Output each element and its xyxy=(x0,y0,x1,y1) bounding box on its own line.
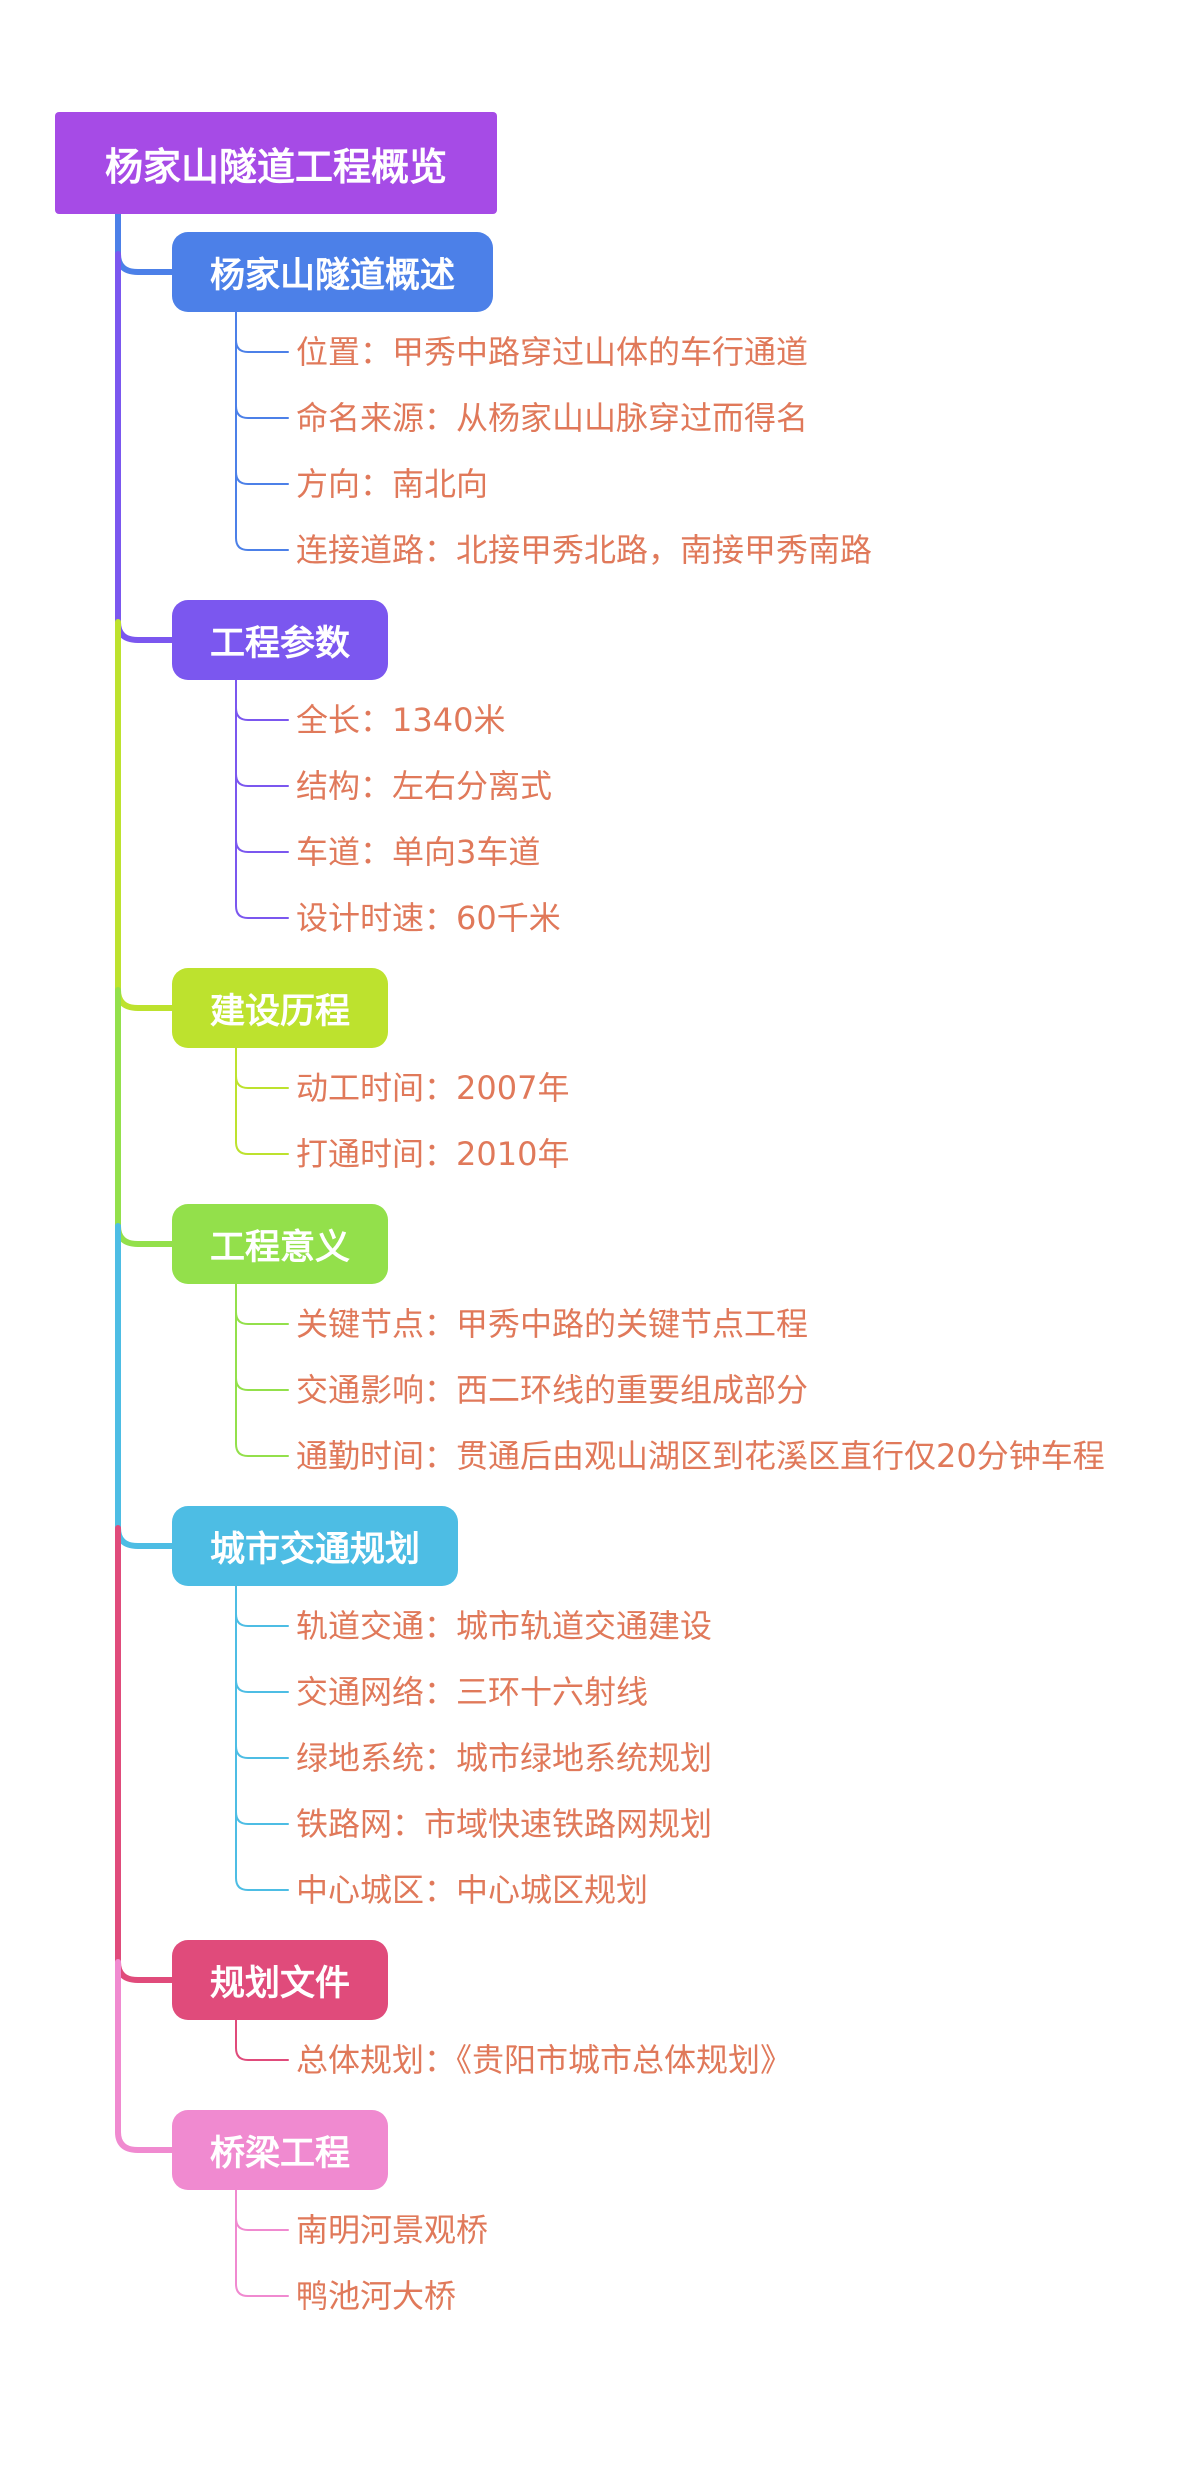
leaf-connector xyxy=(235,1283,289,1325)
leaf-connector xyxy=(235,1585,289,1627)
leaf-connector xyxy=(235,2189,289,2297)
leaf-connector xyxy=(235,1047,289,1089)
leaf-connector xyxy=(235,1283,289,1391)
branch-node-bridges[interactable]: 桥梁工程 xyxy=(172,2110,389,2190)
leaf-connector xyxy=(235,1047,289,1155)
leaf-item[interactable]: 总体规划：《贵阳市城市总体规划》 xyxy=(296,2041,793,2079)
leaf-connector xyxy=(235,1585,289,1825)
leaf-item[interactable]: 位置：甲秀中路穿过山体的车行通道 xyxy=(296,333,809,371)
leaf-item[interactable]: 命名来源：从杨家山山脉穿过而得名 xyxy=(296,399,809,437)
leaf-connector xyxy=(235,1585,289,1693)
leaf-item[interactable]: 设计时速：60千米 xyxy=(296,899,561,937)
leaf-connector xyxy=(235,679,289,853)
leaf-item[interactable]: 交通网络：三环十六射线 xyxy=(296,1673,649,1711)
leaf-connector xyxy=(235,679,289,919)
leaf-item[interactable]: 全长：1340米 xyxy=(296,701,506,739)
branch-connector xyxy=(115,2129,175,2153)
branch-connector xyxy=(115,251,175,275)
branch-node-overview[interactable]: 杨家山隧道概述 xyxy=(172,232,494,312)
branch-node-history[interactable]: 建设历程 xyxy=(172,968,389,1048)
branch-node-traffic-planning[interactable]: 城市交通规划 xyxy=(172,1506,459,1586)
branch-connector xyxy=(115,1223,175,1247)
leaf-item[interactable]: 通勤时间：贯通后由观山湖区到花溪区直行仅20分钟车程 xyxy=(296,1437,1105,1475)
branch-connector xyxy=(115,1525,175,1549)
leaf-item[interactable]: 连接道路：北接甲秀北路，南接甲秀南路 xyxy=(296,531,873,569)
leaf-item[interactable]: 交通影响：西二环线的重要组成部分 xyxy=(296,1371,809,1409)
leaf-connector xyxy=(235,311,289,419)
leaf-item[interactable]: 鸭池河大桥 xyxy=(296,2277,457,2315)
leaf-item[interactable]: 绿地系统：城市绿地系统规划 xyxy=(296,1739,713,1777)
leaf-connector xyxy=(235,311,289,551)
root-node[interactable]: 杨家山隧道工程概览 xyxy=(55,112,497,214)
leaf-item[interactable]: 铁路网：市域快速铁路网规划 xyxy=(296,1805,713,1843)
leaf-item[interactable]: 打通时间：2010年 xyxy=(296,1135,570,1173)
branch-connector xyxy=(115,1959,175,1983)
leaf-connector xyxy=(235,679,289,787)
branch-connector xyxy=(115,987,175,1011)
leaf-connector xyxy=(235,311,289,485)
leaf-item[interactable]: 动工时间：2007年 xyxy=(296,1069,570,1107)
leaf-item[interactable]: 车道：单向3车道 xyxy=(296,833,541,871)
leaf-connector xyxy=(235,2189,289,2231)
leaf-connector xyxy=(235,1585,289,1759)
leaf-item[interactable]: 方向：南北向 xyxy=(296,465,489,503)
leaf-connector xyxy=(235,2019,289,2061)
leaf-connector xyxy=(235,1283,289,1457)
leaf-connector xyxy=(235,1585,289,1891)
branch-connector xyxy=(115,619,175,643)
leaf-item[interactable]: 南明河景观桥 xyxy=(296,2211,489,2249)
leaf-connector xyxy=(235,311,289,353)
leaf-item[interactable]: 中心城区：中心城区规划 xyxy=(296,1871,649,1909)
leaf-item[interactable]: 结构：左右分离式 xyxy=(296,767,553,805)
branch-node-parameters[interactable]: 工程参数 xyxy=(172,600,389,680)
leaf-item[interactable]: 轨道交通：城市轨道交通建设 xyxy=(296,1607,713,1645)
branch-node-significance[interactable]: 工程意义 xyxy=(172,1204,389,1284)
leaf-item[interactable]: 关键节点：甲秀中路的关键节点工程 xyxy=(296,1305,809,1343)
branch-node-planning-documents[interactable]: 规划文件 xyxy=(172,1940,389,2020)
leaf-connector xyxy=(235,679,289,721)
